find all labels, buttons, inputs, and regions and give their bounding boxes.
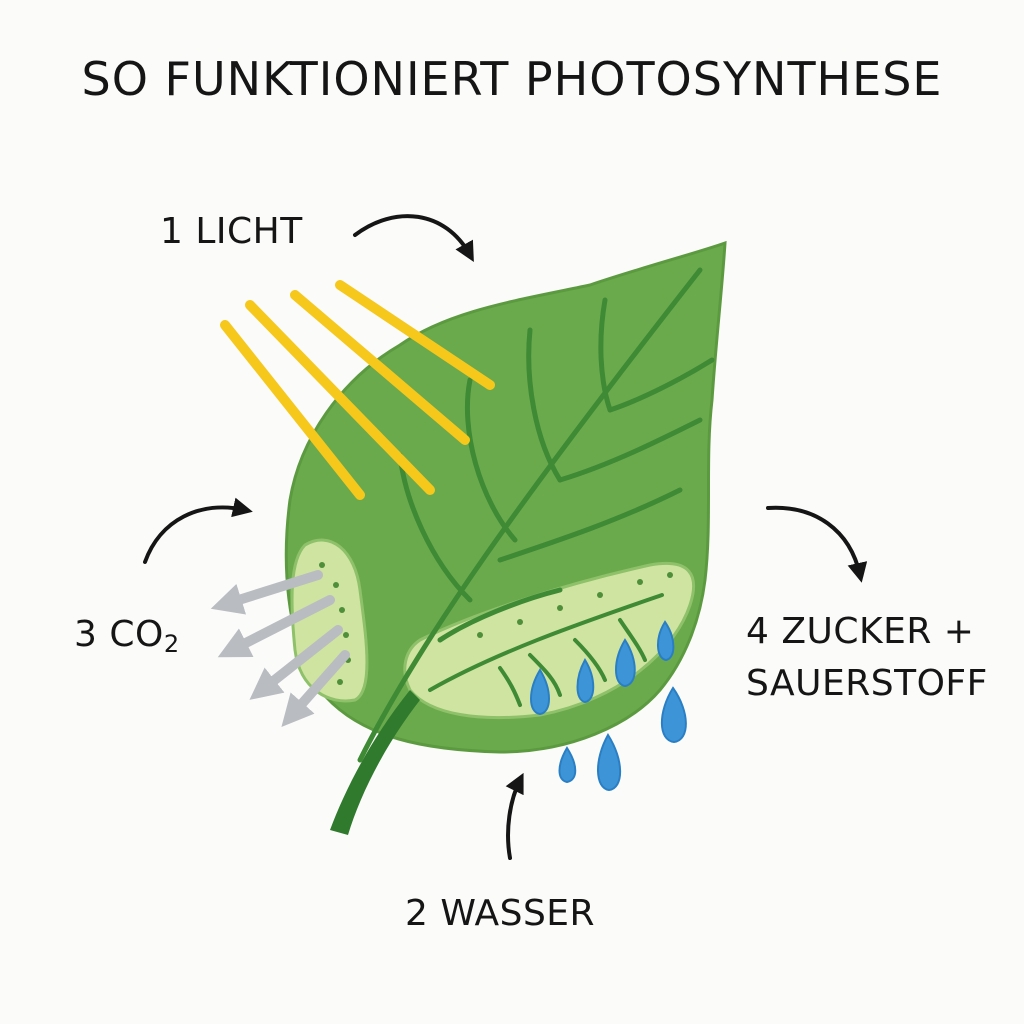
water-drop-icon — [530, 620, 687, 792]
page-title: SO FUNKTIONIERT PHOTOSYNTHESE — [81, 52, 943, 106]
label-water: 2 WASSER — [405, 893, 596, 934]
label-co2: 3 CO2 — [74, 609, 180, 670]
leaf-bottom-vein — [428, 593, 664, 707]
label-light: 1 LICHT — [160, 211, 303, 252]
co2-arrow-icon — [210, 570, 350, 727]
arrow-water — [505, 772, 524, 860]
leaf-veins — [357, 267, 715, 763]
label-output-line1: 4 ZUCKER + — [746, 611, 975, 652]
cell-dots — [319, 562, 673, 685]
stem-icon — [330, 690, 420, 835]
label-co2-main: 3 CO — [74, 614, 164, 655]
arrow-co2 — [143, 497, 253, 564]
curved-arrow-icon — [143, 214, 868, 860]
label-output-line2: SAUERSTOFF — [746, 663, 988, 704]
label-co2-subscript: 2 — [163, 630, 180, 658]
label-output: 4 ZUCKER + SAUERSTOFF — [746, 606, 988, 710]
sun-ray-icon — [220, 280, 495, 500]
arrow-light — [353, 214, 474, 262]
arrow-output — [766, 505, 868, 583]
